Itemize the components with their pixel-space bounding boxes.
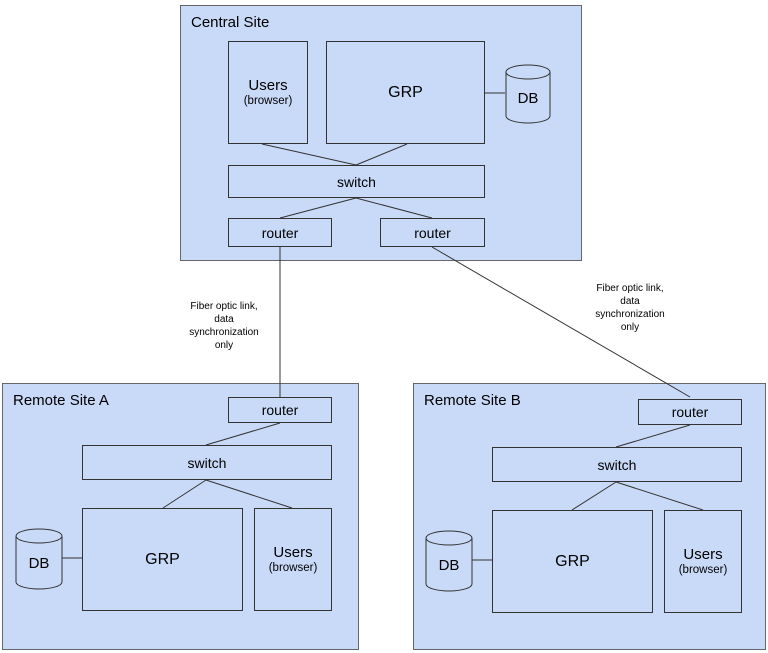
remote-a-db-label: DB: [28, 555, 50, 572]
remote-b-grp-label: GRP: [555, 552, 590, 570]
remote-a-router-label: router: [261, 402, 299, 418]
line-a-router-switch: [205, 422, 281, 446]
central-grp-label: GRP: [388, 83, 423, 101]
remote-a-grp-label: GRP: [145, 550, 180, 568]
line-switch-router-right: [355, 197, 433, 219]
link-b-label: Fiber optic link, data synchronization o…: [582, 282, 678, 334]
remote-b-db-label: DB: [438, 557, 460, 574]
central-router-right-label: router: [414, 224, 451, 241]
central-users-sub: (browser): [243, 94, 293, 107]
link-a-label: Fiber optic link, data synchronization o…: [176, 300, 272, 352]
remote-a-switch: switch: [82, 445, 332, 480]
central-users-label: Users: [248, 76, 288, 94]
central-router-right: router: [380, 218, 485, 247]
remote-b-users-box: Users (browser): [664, 510, 742, 613]
line-b-router-switch: [615, 424, 691, 448]
link-line-b: [431, 246, 691, 398]
remote-a-users-box: Users (browser): [254, 508, 332, 611]
line-b-switch-users: [615, 481, 704, 511]
link-a-line-4: only: [214, 340, 234, 351]
remote-a-db-icon: [15, 528, 63, 590]
central-db-icon: [505, 64, 551, 124]
remote-b-users-sub: (browser): [678, 563, 728, 576]
remote-a-switch-label: switch: [187, 454, 227, 471]
link-b-line-2: data: [620, 296, 640, 307]
line-a-switch-users: [205, 479, 293, 509]
line-b-switch-grp: [571, 481, 617, 511]
remote-b-router-label: router: [671, 404, 709, 420]
line-a-switch-grp: [162, 479, 207, 509]
line-users-switch: [261, 143, 357, 166]
remote-b-db-icon: [425, 530, 473, 592]
remote-site-a-title: Remote Site A: [13, 392, 109, 409]
link-b-line-4: only: [620, 322, 640, 333]
remote-b-switch: switch: [492, 447, 742, 482]
central-grp-box: GRP: [326, 41, 485, 144]
central-router-left-label: router: [261, 224, 299, 241]
remote-a-users-label: Users: [273, 543, 313, 561]
line-switch-router-left: [279, 197, 357, 219]
remote-b-users-label: Users: [683, 545, 723, 563]
link-a-line-2: data: [214, 314, 234, 325]
link-a-line-1: Fiber optic link,: [190, 301, 258, 312]
link-a-line-3: synchronization: [189, 327, 259, 338]
central-site-title: Central Site: [191, 14, 270, 31]
remote-b-grp-box: GRP: [492, 510, 653, 613]
link-b-line-3: synchronization: [595, 309, 665, 320]
remote-site-b-title: Remote Site B: [424, 392, 521, 409]
line-grp-switch: [355, 143, 408, 166]
remote-a-router: router: [228, 397, 332, 423]
remote-a-grp-box: GRP: [82, 508, 243, 611]
central-users-box: Users (browser): [228, 41, 308, 144]
central-db-label: DB: [517, 90, 539, 107]
link-b-line-1: Fiber optic link,: [596, 283, 664, 294]
central-switch-label: switch: [337, 173, 376, 190]
remote-b-switch-label: switch: [597, 456, 637, 473]
central-router-left: router: [228, 218, 332, 247]
remote-a-users-sub: (browser): [268, 561, 318, 574]
remote-b-router: router: [638, 399, 742, 425]
central-switch: switch: [228, 165, 485, 198]
